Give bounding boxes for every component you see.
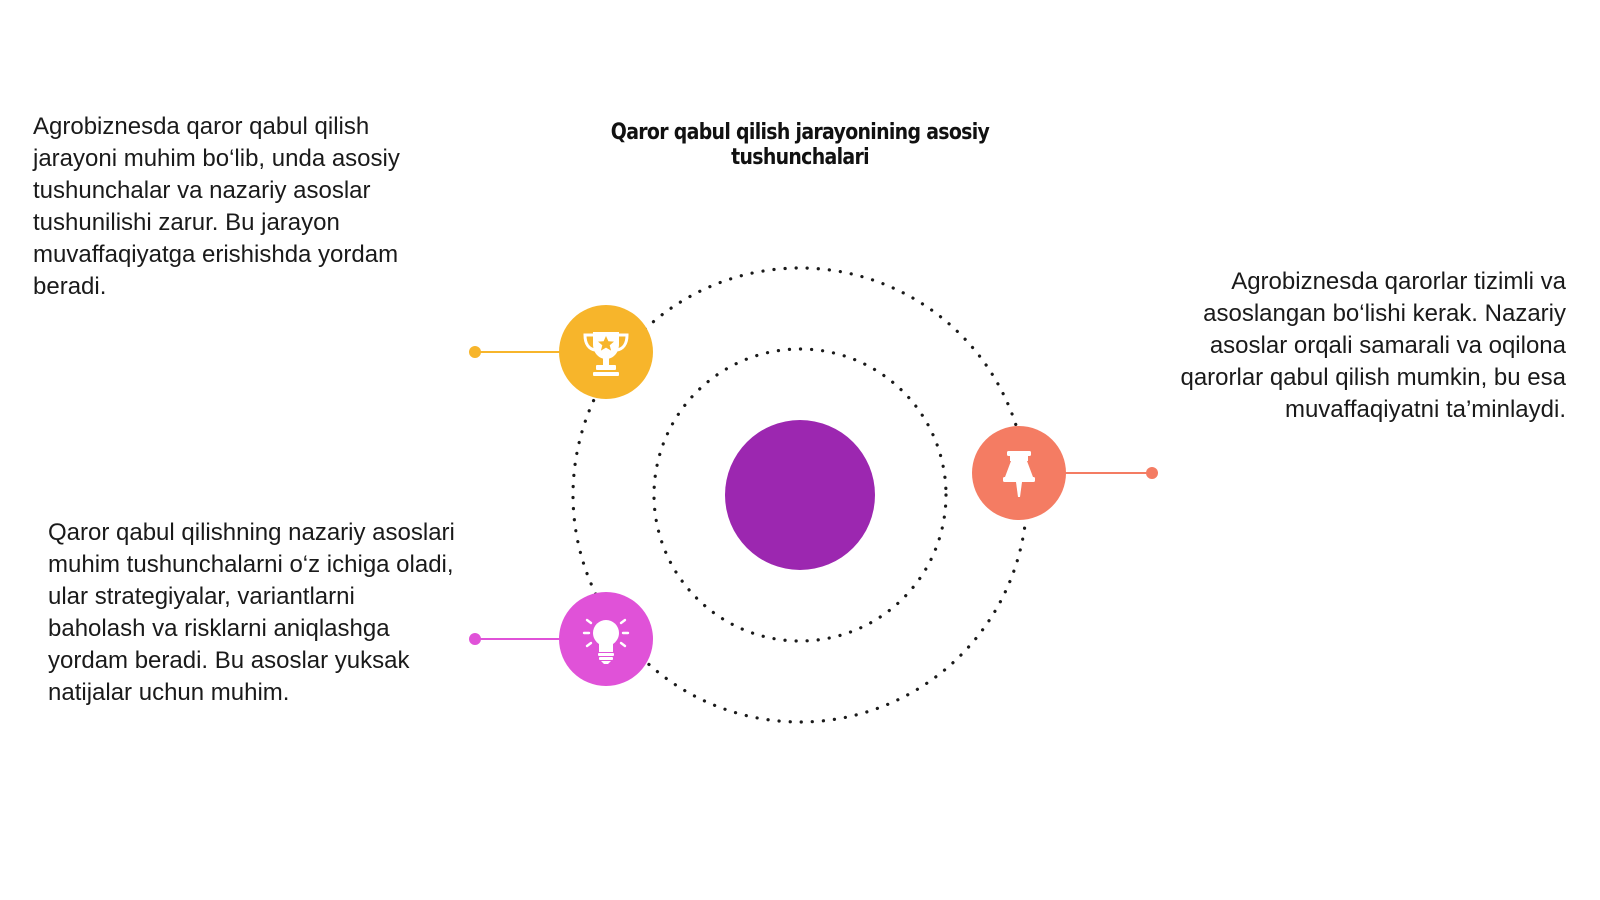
text-block-top-left: Agrobiznesda qaror qabul qilish jarayoni… [33,113,400,300]
lightbulb-icon [582,618,630,664]
trophy-node [559,305,653,399]
page-title: Qaror qabul qilish jarayonining asosiy t… [610,120,990,170]
connector-pin-dot [1146,467,1158,479]
pushpin-icon [1003,451,1035,497]
lightbulb-node [559,592,653,686]
inner-orbit [652,347,948,643]
connector-bulb-dot [469,633,481,645]
center-circle [725,420,875,570]
text-block-bottom-left: Qaror qabul qilishning nazariy asoslari … [48,519,455,706]
text-block-right: Agrobiznesda qarorlar tizimli va asoslan… [1180,268,1566,423]
trophy-icon [583,332,629,376]
pushpin-node [972,426,1066,520]
connector-trophy-dot [469,346,481,358]
